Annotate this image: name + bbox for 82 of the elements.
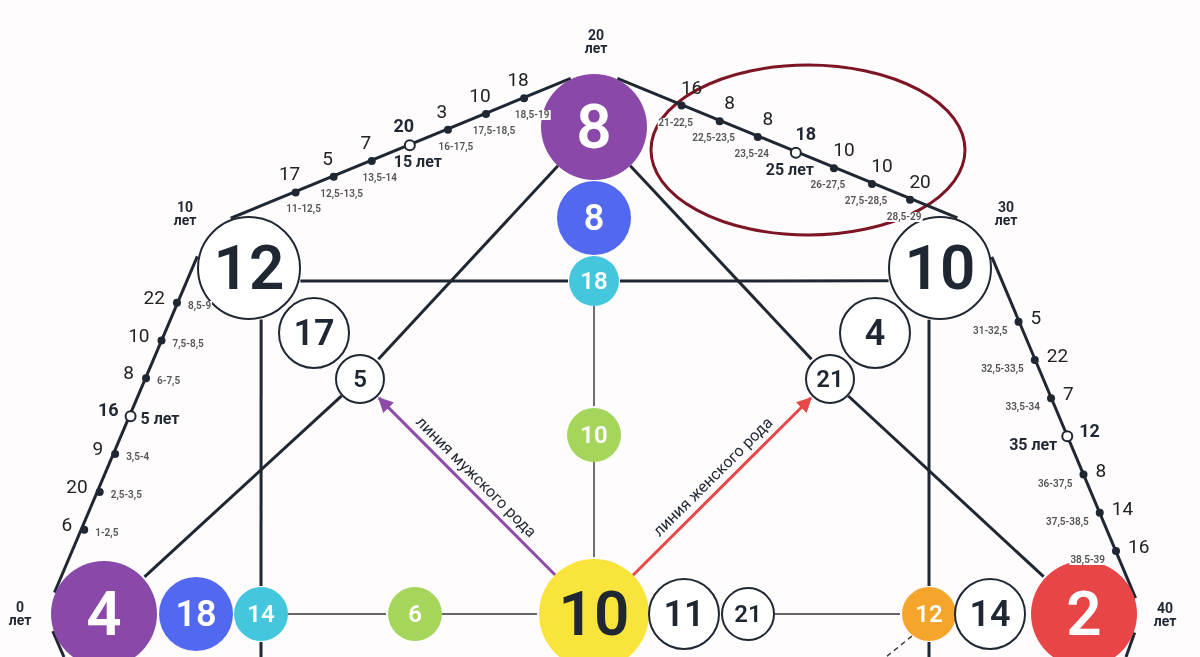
scale-number: 20 <box>909 171 931 191</box>
age-range: 21-22,5 <box>657 117 694 128</box>
scale-number: 7 <box>1063 383 1074 403</box>
age-range: 6-7,5 <box>156 376 182 387</box>
age-range: 28,5-29 <box>885 211 923 222</box>
scale-number: 10 <box>871 155 893 175</box>
scale-number: 18 <box>795 124 817 143</box>
age-range: 3,5-4 <box>125 452 151 463</box>
connector-line <box>774 613 901 615</box>
connector-line <box>629 164 813 361</box>
scale-number: 20 <box>66 476 88 496</box>
connector-line <box>593 305 595 407</box>
age-label: 10 лет <box>172 201 198 227</box>
arrow <box>631 397 812 577</box>
age-label: 15 лет <box>393 154 442 171</box>
age-label: 5 лет <box>140 411 180 428</box>
scale-number: 5 <box>322 148 333 168</box>
age-range: 18,5-19 <box>513 110 551 121</box>
scale-number: 8 <box>123 362 135 382</box>
scale-number: 10 <box>469 85 491 105</box>
connector-line <box>287 613 387 615</box>
connector-line <box>1124 632 1137 657</box>
age-range: 31-32,5 <box>971 325 1009 336</box>
age-range: 16-17,5 <box>437 141 475 152</box>
scale-number: 3 <box>436 101 448 121</box>
age-range: 37,5-38,5 <box>1045 516 1090 527</box>
scale-number: 22 <box>1046 345 1069 365</box>
age-label: 25 лет <box>765 161 814 178</box>
connector-line <box>143 394 343 578</box>
scale-number: 17 <box>278 163 301 183</box>
age-label: 30 лет <box>993 201 1019 227</box>
scale-number: 6 <box>61 514 73 534</box>
age-label: 35 лет <box>1009 437 1058 454</box>
arrow <box>378 397 557 577</box>
age-range: 11-12,5 <box>285 204 322 215</box>
scale-number: 9 <box>92 438 104 458</box>
scale-number: 5 <box>1030 307 1042 327</box>
connector-line <box>847 394 1045 578</box>
age-range: 8,5-9 <box>186 300 213 311</box>
age-range: 22,5-23,5 <box>691 133 736 144</box>
scale-number: 8 <box>1095 460 1107 480</box>
scale-number: 12 <box>1079 422 1100 441</box>
age-range: 13,5-14 <box>361 173 399 184</box>
age-range: 33,5-34 <box>1004 402 1041 413</box>
age-range: 1-2,5 <box>94 527 120 538</box>
connector-line <box>53 255 199 594</box>
scale-number: 22 <box>143 287 165 307</box>
age-range: 38,5-39 <box>1069 554 1106 565</box>
connector-line <box>593 461 595 558</box>
connector-line <box>300 279 568 283</box>
age-range: 26-27,5 <box>809 180 847 191</box>
scale-number: 16 <box>97 401 119 420</box>
dashed-line <box>885 635 913 657</box>
connector-line <box>927 319 931 586</box>
scale-number: 14 <box>1111 498 1134 518</box>
age-range: 27,5-28,5 <box>843 196 889 206</box>
age-label: 20 лет <box>583 29 609 55</box>
scale-number: 18 <box>507 69 529 89</box>
age-range: 12,5-13,5 <box>319 188 364 199</box>
age-label: 40 лет <box>1152 602 1178 628</box>
scale-number: 16 <box>1128 536 1150 556</box>
connector-line <box>441 613 538 615</box>
scale-number: 7 <box>360 132 372 152</box>
connector-line <box>51 630 66 657</box>
connector-line <box>927 642 931 657</box>
age-label: 0 лет <box>7 601 33 627</box>
scale-number: 10 <box>128 325 150 344</box>
age-range: 17,5-18,5 <box>471 126 517 136</box>
connector-line <box>259 319 263 586</box>
age-range: 7,5-8,5 <box>171 338 205 349</box>
connector-line <box>620 279 889 283</box>
scale-number: 20 <box>393 117 415 136</box>
connector-line <box>377 164 560 361</box>
age-range: 2,5-3,5 <box>109 489 143 500</box>
age-range: 36-37,5 <box>1036 478 1074 489</box>
scale-number: 8 <box>762 108 774 128</box>
scale-number: 8 <box>724 92 735 112</box>
age-range: 32,5-33,5 <box>980 363 1025 374</box>
connector-line <box>259 642 263 657</box>
scale-number: 16 <box>680 77 703 97</box>
age-range: 23,5-24 <box>733 148 771 159</box>
scale-number: 10 <box>833 139 855 159</box>
